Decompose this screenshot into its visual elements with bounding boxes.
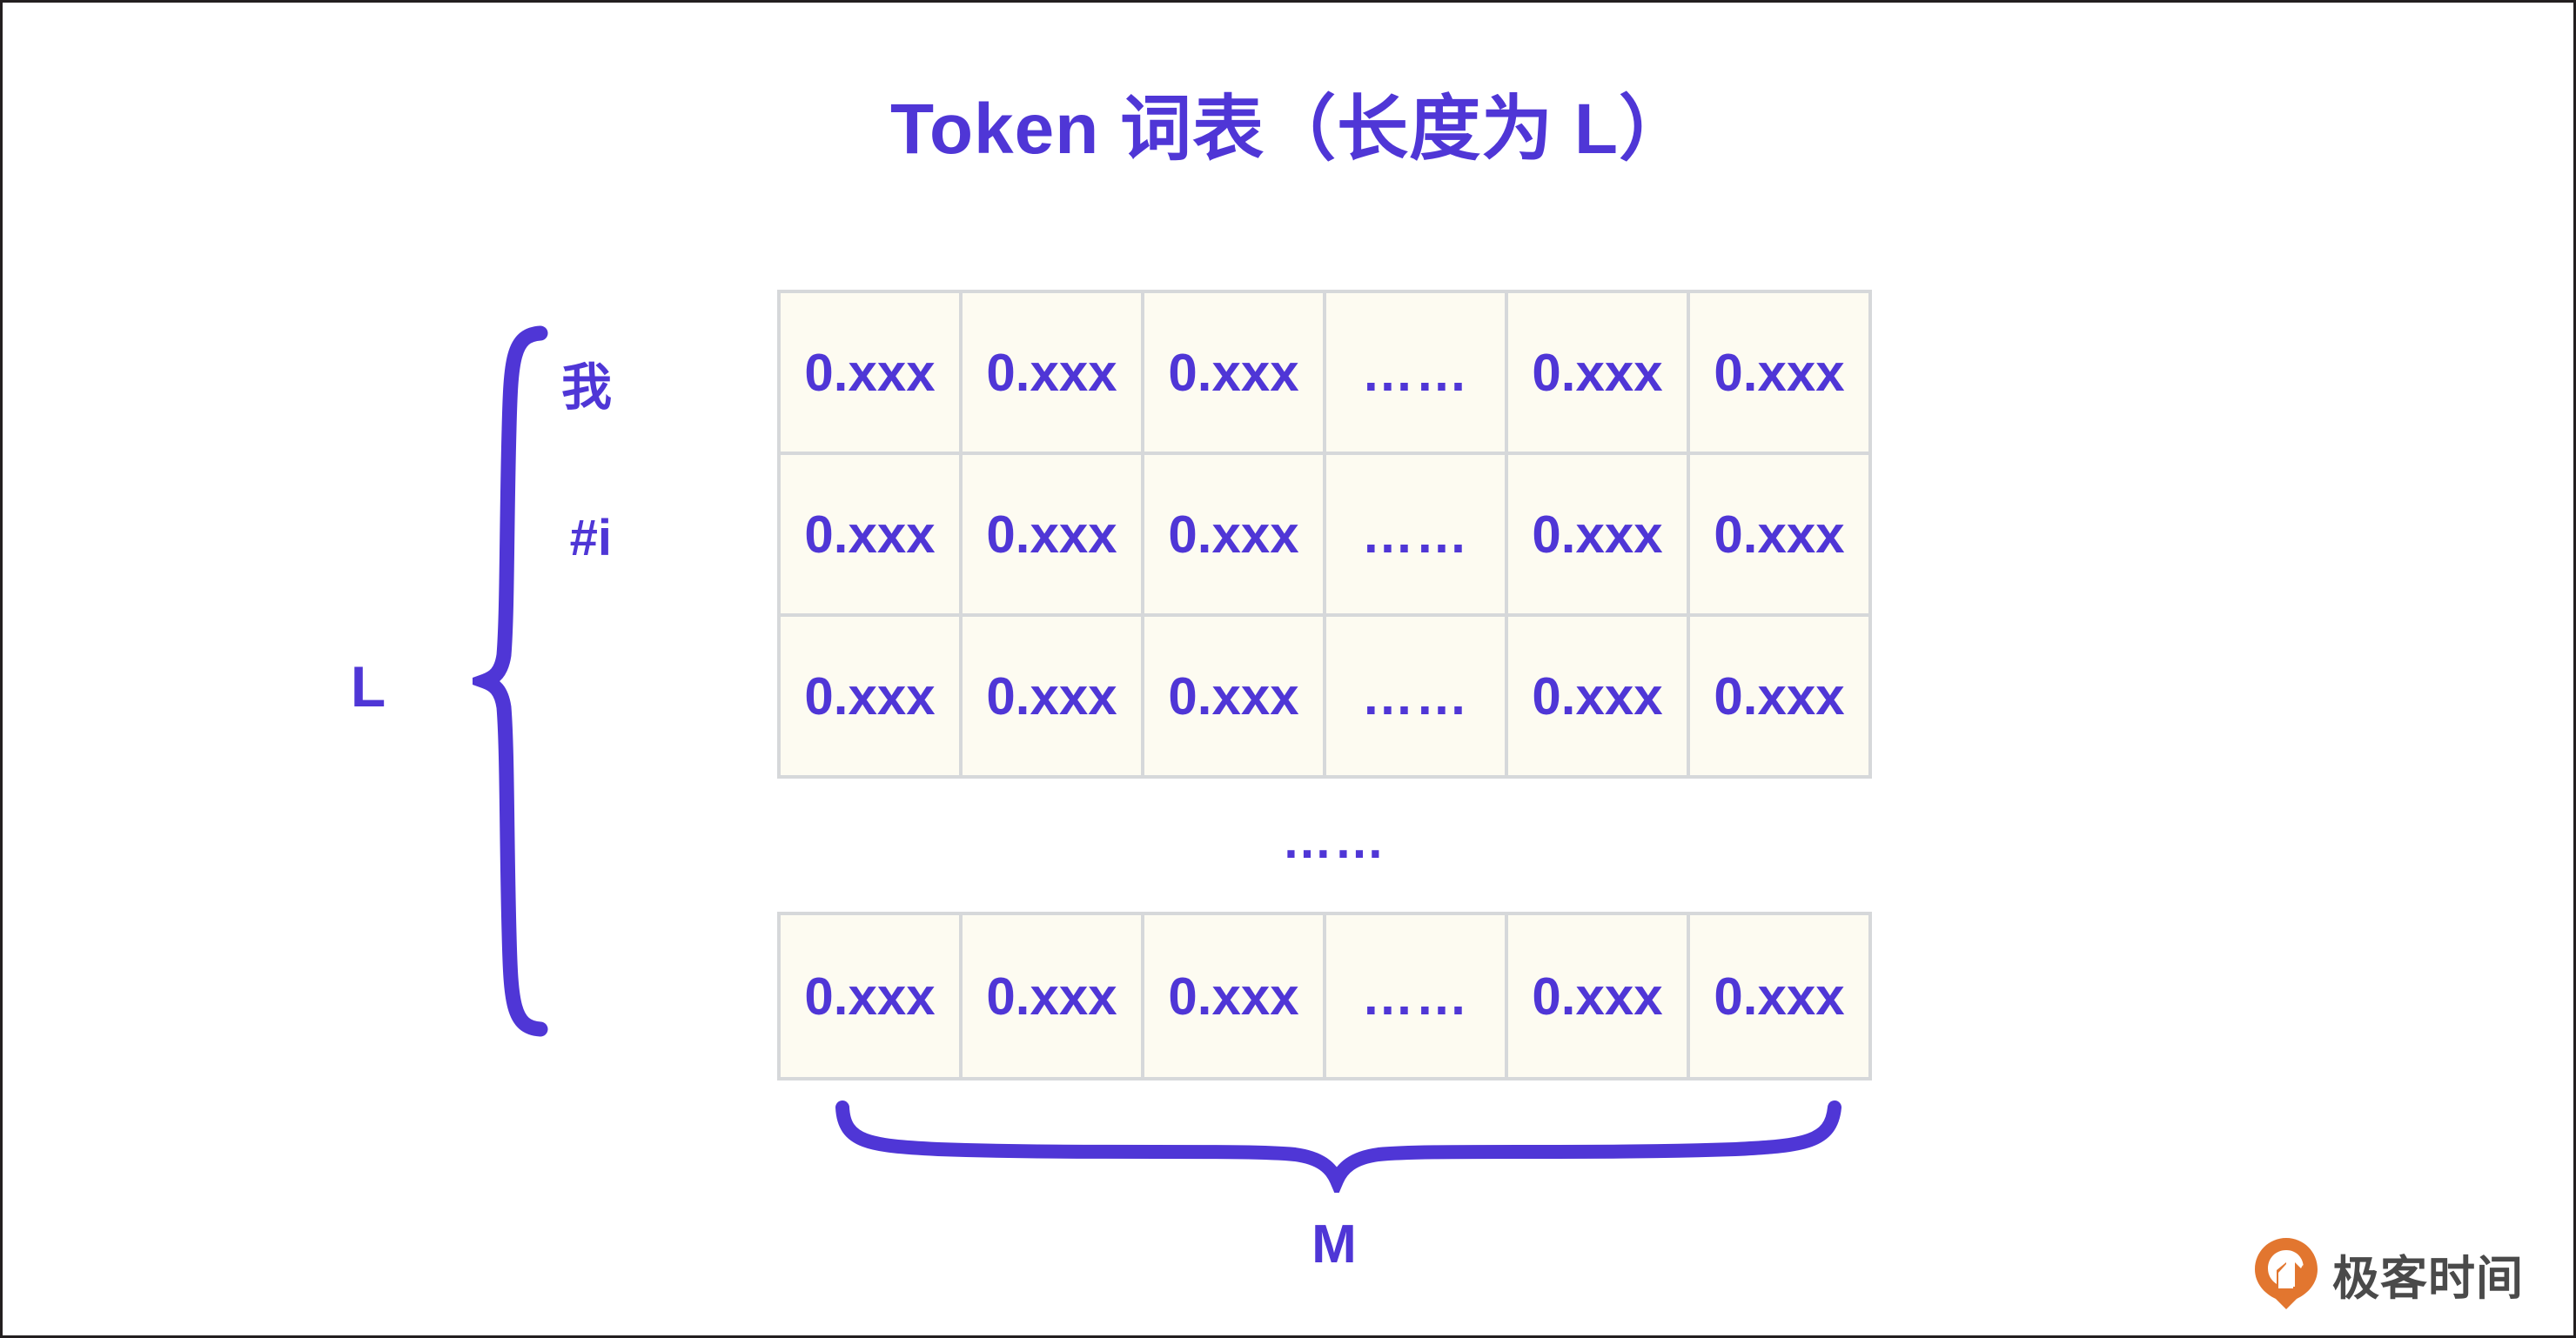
matrix-cell: 0.xxx xyxy=(1687,613,1872,779)
matrix-cell: 0.xxx xyxy=(959,452,1144,617)
matrix-cell-ellipsis: …… xyxy=(1323,452,1508,617)
geektime-pin-icon xyxy=(2255,1238,2318,1309)
matrix-cell: 0.xxx xyxy=(777,912,963,1080)
dimension-label-l: L xyxy=(350,654,386,719)
row-label-token-1: #i xyxy=(569,510,612,566)
matrix-cell: 0.xxx xyxy=(1141,912,1326,1080)
brand-logo-text: 极客时间 xyxy=(2332,1252,2524,1305)
table-row: 0.xxx 0.xxx 0.xxx …… 0.xxx 0.xxx xyxy=(777,613,1872,779)
token-probability-matrix-bottom: 0.xxx 0.xxx 0.xxx …… 0.xxx 0.xxx xyxy=(777,912,1872,1080)
matrix-cell-ellipsis: …… xyxy=(1323,290,1508,455)
brace-left-vertical xyxy=(473,325,548,1037)
matrix-cell: 0.xxx xyxy=(777,613,963,779)
matrix-cell: 0.xxx xyxy=(1141,452,1326,617)
matrix-cell: 0.xxx xyxy=(1141,613,1326,779)
brace-bottom-horizontal xyxy=(835,1101,1841,1193)
matrix-cell-ellipsis: …… xyxy=(1323,613,1508,779)
matrix-cell: 0.xxx xyxy=(777,290,963,455)
matrix-cell: 0.xxx xyxy=(959,912,1144,1080)
token-probability-matrix-top: 0.xxx 0.xxx 0.xxx …… 0.xxx 0.xxx 0.xxx 0… xyxy=(777,290,1872,779)
matrix-cell: 0.xxx xyxy=(1687,452,1872,617)
table-row: 0.xxx 0.xxx 0.xxx …… 0.xxx 0.xxx xyxy=(777,452,1872,617)
matrix-cell: 0.xxx xyxy=(959,613,1144,779)
row-label-token-0: 我 xyxy=(560,359,612,416)
matrix-cell: 0.xxx xyxy=(959,290,1144,455)
page-title: Token 词表（长度为 L） xyxy=(889,90,1692,169)
brand-logo: 极客时间 xyxy=(2252,1236,2524,1311)
matrix-cell: 0.xxx xyxy=(1505,912,1690,1080)
matrix-cell-ellipsis: …… xyxy=(1323,912,1508,1080)
matrix-cell: 0.xxx xyxy=(1505,452,1690,617)
matrix-cell: 0.xxx xyxy=(1687,912,1872,1080)
matrix-cell: 0.xxx xyxy=(777,452,963,617)
matrix-cell: 0.xxx xyxy=(1141,290,1326,455)
matrix-cell: 0.xxx xyxy=(1505,613,1690,779)
matrix-row-ellipsis: …… xyxy=(1282,813,1386,869)
dimension-label-m: M xyxy=(1311,1214,1357,1274)
matrix-cell: 0.xxx xyxy=(1687,290,1872,455)
table-row: 0.xxx 0.xxx 0.xxx …… 0.xxx 0.xxx xyxy=(777,290,1872,455)
table-row: 0.xxx 0.xxx 0.xxx …… 0.xxx 0.xxx xyxy=(777,912,1872,1080)
matrix-cell: 0.xxx xyxy=(1505,290,1690,455)
